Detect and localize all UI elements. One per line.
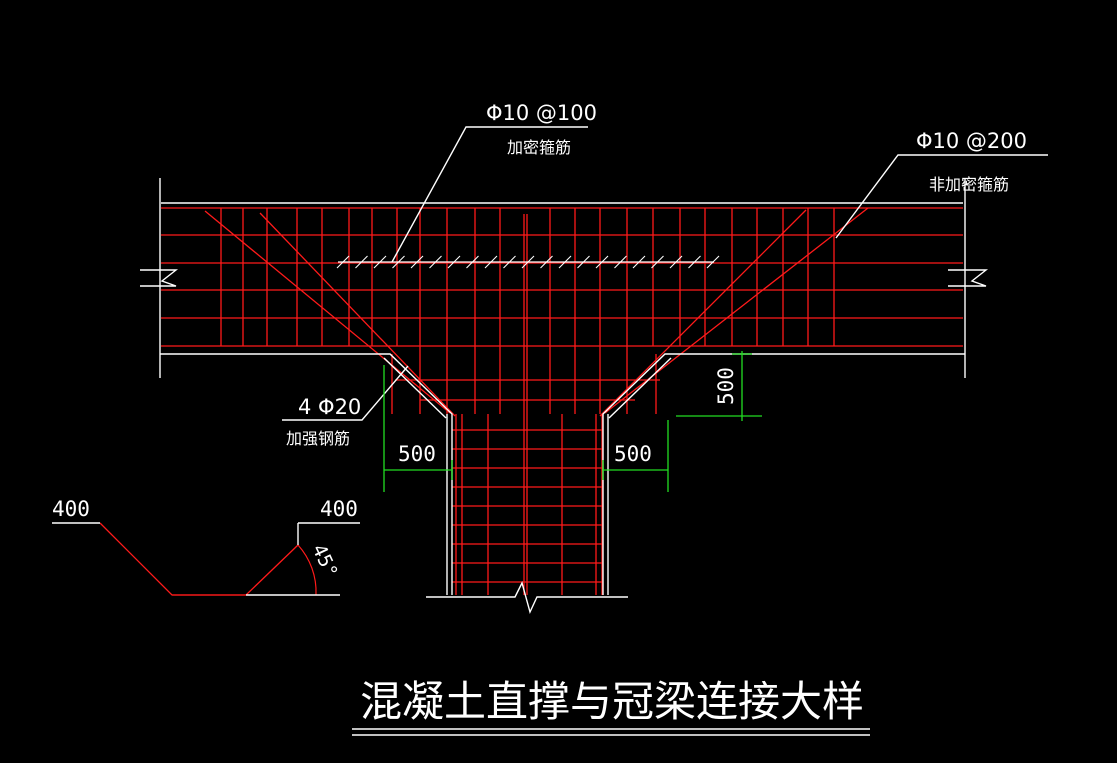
bend-right-length: 400 — [320, 497, 358, 521]
rebar-layer — [99, 207, 963, 596]
dense-stirrup-name: 加密箍筋 — [507, 138, 571, 157]
concrete-outline — [52, 126, 1048, 736]
normal-stirrup-name: 非加密箍筋 — [929, 175, 1009, 194]
dimension-lines — [383, 351, 762, 492]
bend-detail-bar — [99, 522, 299, 596]
bend-angle: 45° — [307, 541, 341, 581]
dense-stirrup-spec: Φ10 @100 — [486, 101, 597, 125]
bend-left-length: 400 — [52, 497, 90, 521]
normal-stirrup-spec: Φ10 @200 — [916, 129, 1027, 153]
haunch-height-dim: 500 — [714, 367, 738, 405]
right-haunch-dim: 500 — [614, 442, 652, 466]
reinforce-bar-name: 加强钢筋 — [286, 429, 350, 448]
left-haunch-dim: 500 — [398, 442, 436, 466]
drawing-title: 混凝土直撑与冠梁连接大样 — [360, 677, 864, 726]
reinforce-bar-spec: 4 Φ20 — [298, 395, 361, 419]
